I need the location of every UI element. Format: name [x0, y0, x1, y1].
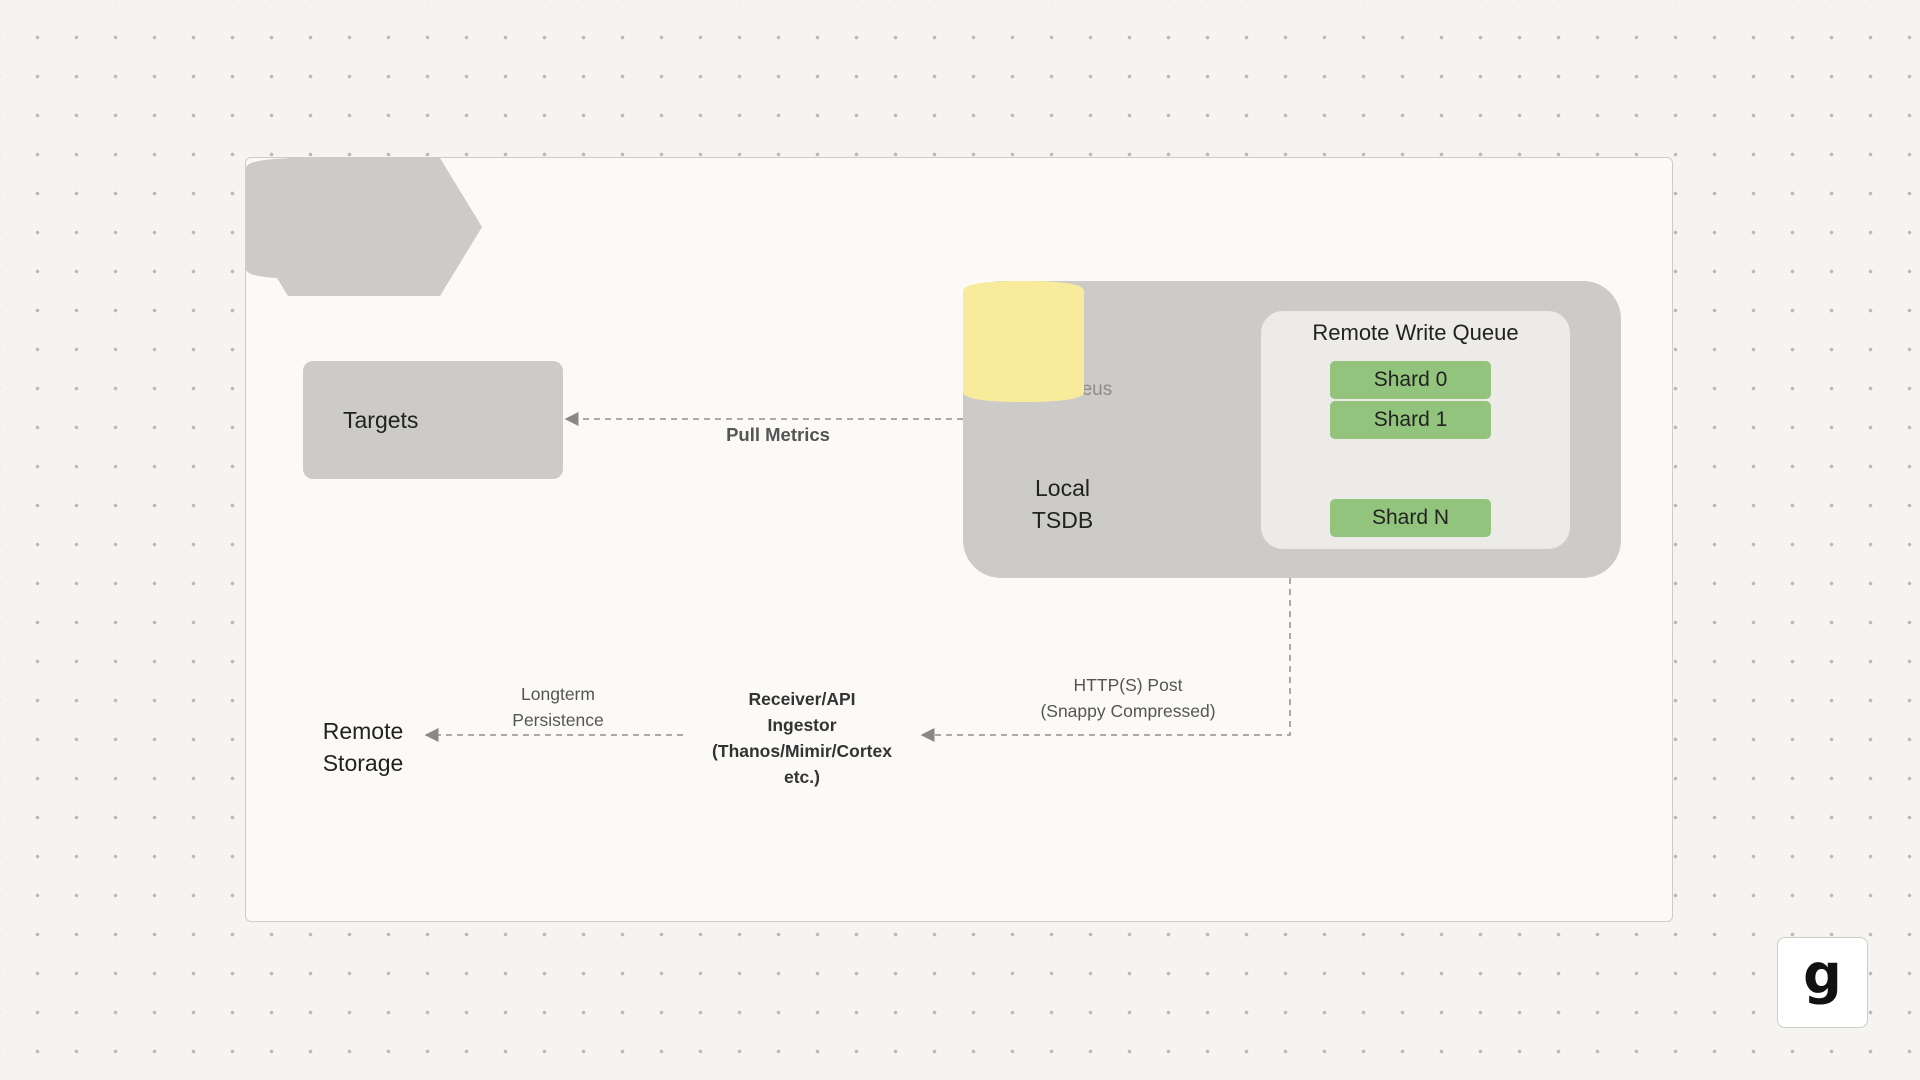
longterm-persistence-label: Longterm Persistence: [512, 684, 604, 730]
targets-label: Targets: [343, 407, 419, 433]
local-tsdb-label: Local TSDB: [1031, 475, 1094, 533]
http-post-label: HTTP(S) Post (Snappy Compressed): [1040, 675, 1216, 721]
remote-storage-label: Remote Storage: [322, 718, 404, 776]
targets-node: Targets: [303, 361, 563, 479]
shard-n: Shard N: [1330, 499, 1491, 537]
remote-write-queue: Remote Write Queue Shard 0 Shard 1 Shard…: [1261, 311, 1570, 549]
local-tsdb-cylinder: [963, 281, 1084, 402]
diagram-canvas: Targets Pull Metrics Prometheus Local TS…: [245, 157, 1673, 922]
remote-write-queue-title: Remote Write Queue: [1312, 320, 1519, 345]
http-post-arrow: [920, 578, 1291, 742]
pull-metrics-label: Pull Metrics: [726, 424, 830, 445]
shard-1: Shard 1: [1330, 401, 1491, 439]
remote-storage-cylinder: [246, 158, 368, 279]
shard-0: Shard 0: [1330, 361, 1491, 399]
prometheus-group: Prometheus Local TSDB Remote Write Queue…: [963, 281, 1621, 578]
receiver-label: Receiver/API Ingestor (Thanos/Mimir/Cort…: [712, 689, 892, 787]
brand-logo[interactable]: g: [1777, 937, 1868, 1028]
